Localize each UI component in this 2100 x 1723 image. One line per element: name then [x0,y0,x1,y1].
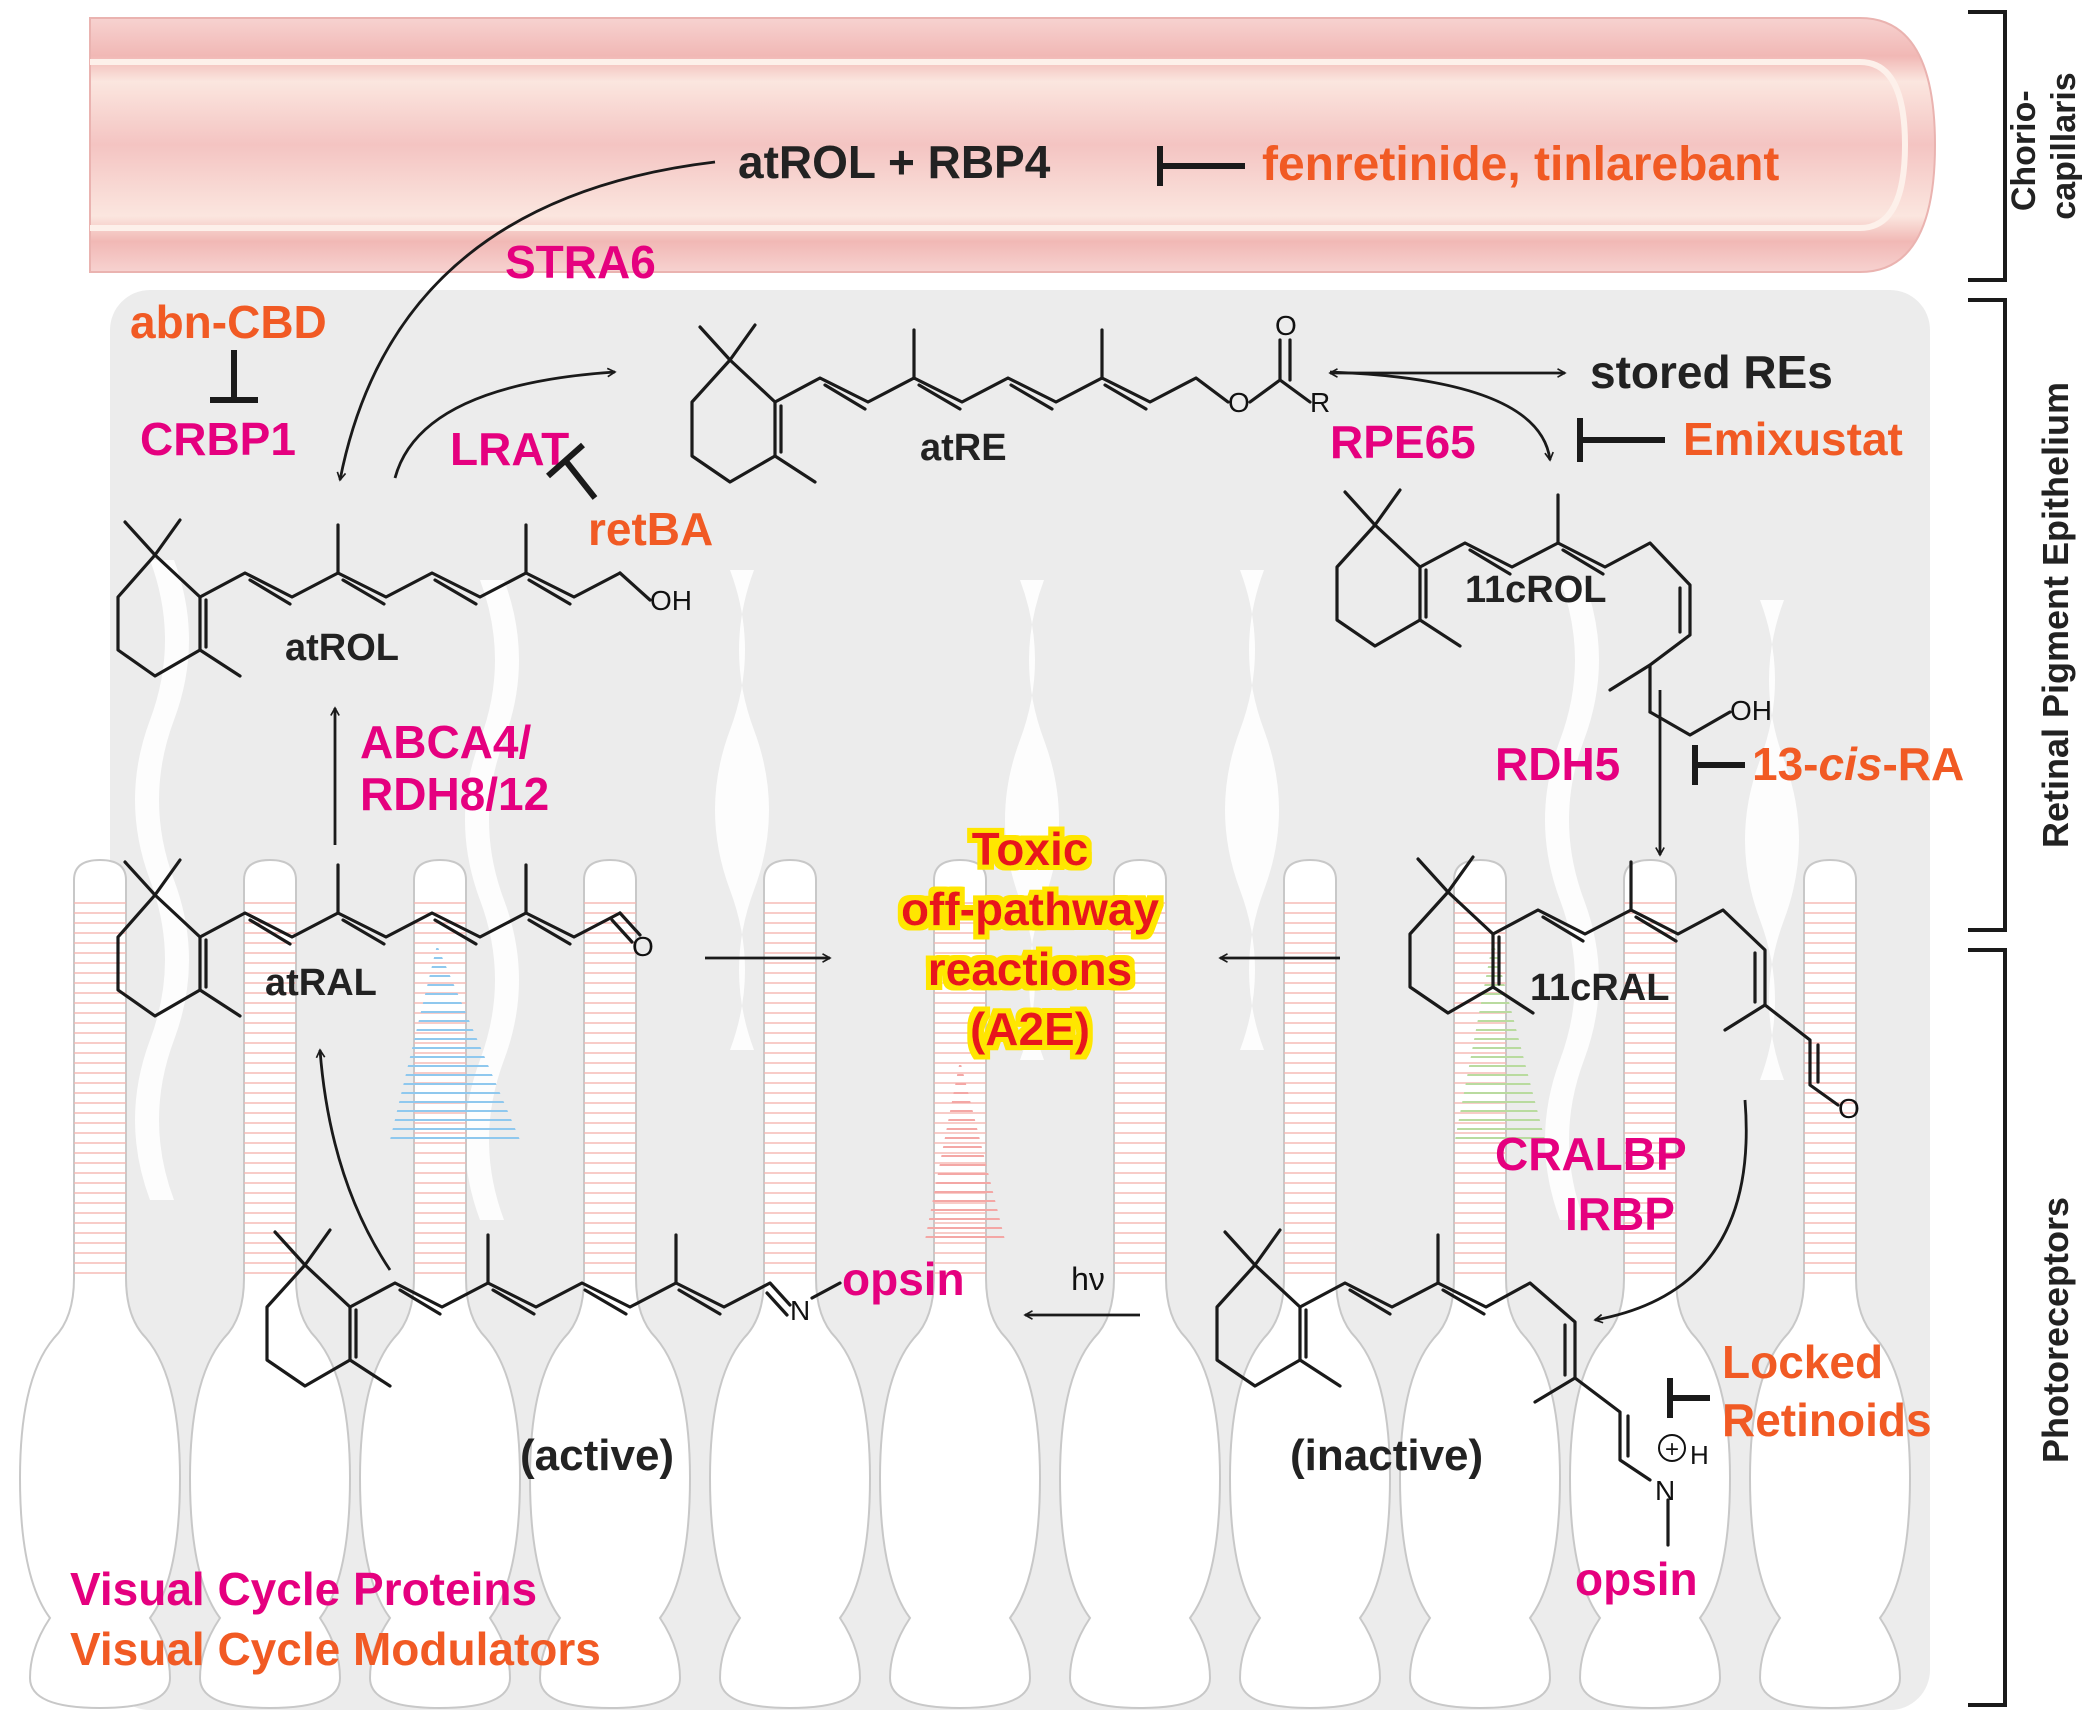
11cral-label: 11cRAL [1530,967,1669,1009]
region-label-rpe: Retinal Pigment Epithelium [2035,382,2076,848]
atrol-structure [116,518,652,678]
active-imine-nitrogen: N [790,1295,810,1326]
atrol-hydroxyl: OH [650,585,692,616]
inactive-rhodopsin-highlight [1455,940,1545,1140]
lrat-arrow [393,372,615,479]
atre-carbonyl-oxygen: O [1275,310,1297,341]
toxic-line-1: Toxic [972,823,1089,875]
active-to-atral-arrow [320,1050,392,1271]
toxic-reactions-label: Toxic off-pathway reactions (A2E) [901,823,1160,1055]
inactive-iminium-nitrogen: N [1655,1475,1675,1506]
rdh8-12-label: RDH8/12 [360,768,549,820]
locked-retinoids-line-2: Retinoids [1722,1394,1932,1446]
toxic-line-4: (A2E) [970,1003,1090,1055]
atre-structure [690,323,1312,484]
atrol-rbp4-label: atROL + RBP4 [738,136,1051,188]
stra6-arrow [340,160,716,480]
inactive-opsin-label: opsin [1575,1553,1698,1605]
toxic-line-2: off-pathway [901,883,1160,935]
region-brackets [1968,10,2007,1707]
retba-label: retBA [588,503,713,555]
region-label-choriocapillaris: Chorio- capillaris [2005,72,2083,219]
atre-ester-oxygen: O [1228,387,1250,418]
rpe65-arrow [1329,370,1550,460]
rpe-microvilli [135,560,1799,1220]
stra6-label: STRA6 [505,236,656,288]
atre-r-group: R [1310,387,1330,418]
rdh5-label: RDH5 [1495,738,1620,790]
active-state-label: (active) [520,1431,674,1480]
iminium-hydrogen: H [1690,1440,1709,1470]
fenretinide-tinlarebant-label: fenretinide, tinlarebant [1262,138,1779,191]
locked-retinoids-inhibition-bar [1667,1378,1710,1418]
atral-structure [116,858,642,1018]
locked-retinoids-line-1: Locked [1722,1336,1883,1388]
13-cis-ra-label: 13-cis-RA [1752,738,1964,790]
active-rhodopsin-highlight [390,945,520,1140]
rdh5-inhibition-bar [1692,745,1745,785]
iminium-charge-circle [1658,1434,1686,1462]
active-rhodopsin-structure [265,1228,842,1388]
rbp4-inhibition-bar [1157,146,1245,186]
active-opsin-label: opsin [842,1253,965,1305]
legend-proteins: Visual Cycle Proteins [70,1563,537,1615]
crbp1-inhibition-bar [210,350,258,403]
atral-aldehyde-oxygen: O [632,931,654,962]
photon-label: hν [1071,1261,1105,1297]
lrat-inhibition-bar [546,442,598,500]
11crol-label: 11cROL [1465,569,1607,611]
atral-label: atRAL [265,962,377,1004]
11cral-structure [1408,855,1840,1107]
abn-cbd-label: abn-CBD [130,296,327,348]
inactive-state-label: (inactive) [1290,1431,1483,1480]
toxic-line-3: reactions [928,943,1133,995]
legend: Visual Cycle Proteins Visual Cycle Modul… [70,1563,601,1675]
region-label-photoreceptors: Photoreceptors [2035,1197,2076,1463]
abca4-label: ABCA4/ [360,716,531,768]
irbp-label: IRBP [1565,1188,1675,1240]
crbp1-label: CRBP1 [140,413,296,465]
11crol-structure [1335,488,1732,737]
atrol-label: atROL [285,627,399,669]
inactive-rhodopsin-structure [1215,1228,1670,1547]
lrat-label: LRAT [450,423,569,475]
cralbp-label: CRALBP [1495,1128,1687,1180]
atre-label: atRE [920,427,1007,469]
rpe65-label: RPE65 [1330,416,1476,468]
toxic-reaction-highlight [925,1060,1005,1240]
11cral-aldehyde-oxygen: O [1838,1093,1860,1124]
iminium-charge: + [1665,1436,1679,1463]
emixustat-label: Emixustat [1683,413,1903,465]
blood-vessel [89,17,1937,273]
stored-res-label: stored REs [1590,346,1833,398]
cralbp-irbp-arrow [1595,1099,1748,1320]
rpe65-inhibition-bar [1577,418,1665,462]
11crol-hydroxyl: OH [1730,695,1772,726]
legend-modulators: Visual Cycle Modulators [70,1623,601,1675]
